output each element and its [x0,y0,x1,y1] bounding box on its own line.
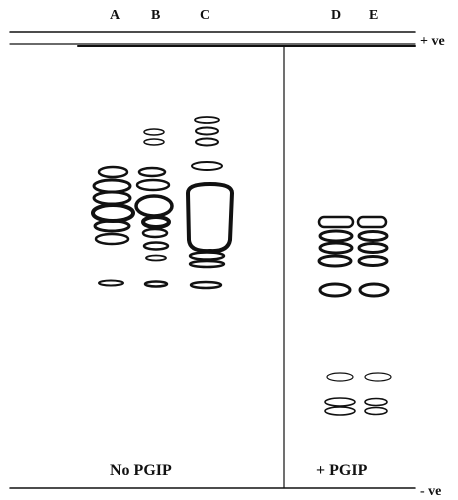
band [194,116,220,124]
band [92,190,132,206]
lane-label-c: C [200,8,211,23]
band [191,161,223,171]
band [318,282,352,298]
band [134,194,174,218]
band [142,241,170,251]
band [356,215,388,229]
lane-label-a: A [110,8,121,23]
band [141,215,171,229]
band [317,254,353,268]
condition-label-plus-pgip: + PGIP [316,462,368,479]
lane-a-bands [91,165,135,287]
band [318,241,354,255]
band [357,230,389,242]
band [98,279,124,287]
lane-label-e: E [369,8,379,23]
band [324,397,356,407]
band [137,166,167,178]
lane-d-bands [317,215,356,416]
band [364,406,388,416]
band [97,165,129,179]
condition-label-no-pgip: No PGIP [110,462,172,479]
lane-label-d: D [331,8,342,23]
band [143,138,165,146]
negative-pole-label: - ve [420,484,442,499]
band [94,232,130,246]
band [358,282,390,298]
band [324,406,356,416]
band [364,372,392,382]
positive-pole-label: + ve [420,34,445,49]
band [357,242,389,254]
band [143,128,165,136]
lane-label-b: B [151,8,161,23]
band [91,203,135,223]
band [188,251,226,261]
band [357,255,389,267]
band [317,215,355,229]
smear-band [185,181,235,254]
band [189,280,223,290]
band [93,219,131,233]
lane-c-bands [185,116,235,290]
band [143,280,169,288]
lane-b-bands [134,128,174,288]
band [145,254,167,262]
band [364,397,388,407]
band [326,372,354,382]
band [135,178,171,192]
band [92,178,132,194]
band [141,227,169,239]
band [195,137,219,147]
band [188,259,226,269]
band [318,229,354,243]
lane-e-bands [356,215,392,416]
band [195,126,219,136]
